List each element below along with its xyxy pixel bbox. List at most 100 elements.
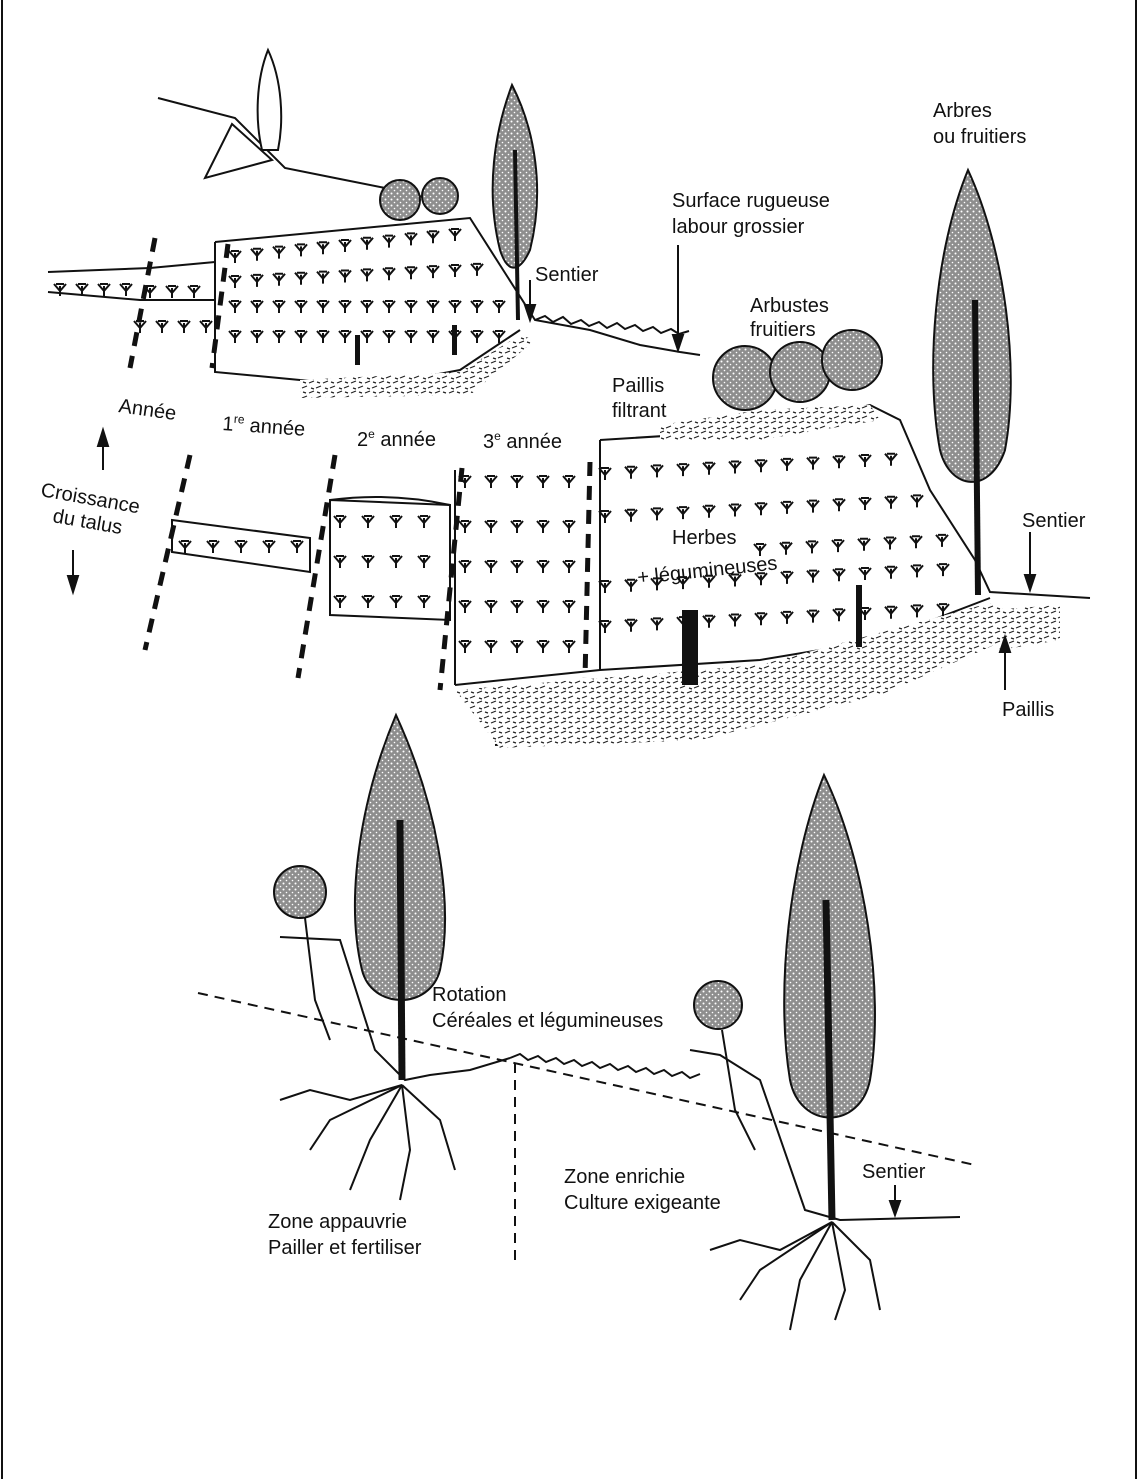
plant-glyph <box>383 331 395 343</box>
plant-glyph <box>251 275 263 287</box>
plant-glyph <box>449 265 461 277</box>
label-paillis-filtrant-1: Paillis <box>612 375 664 397</box>
plant-glyph <box>361 331 373 343</box>
plant-glyph <box>405 267 417 279</box>
plant-glyph <box>885 454 897 466</box>
plant-glyph <box>251 331 263 343</box>
plant-glyph <box>858 539 870 551</box>
plant-glyph <box>651 465 663 477</box>
plant-glyph <box>188 286 200 298</box>
plant-glyph <box>383 236 395 248</box>
plant-glyph <box>833 499 845 511</box>
plant-glyph <box>911 605 923 617</box>
plant-glyph <box>317 242 329 254</box>
plant-glyph <box>317 331 329 343</box>
plant-glyph <box>339 271 351 283</box>
plant-glyph <box>459 561 471 573</box>
plant-glyph <box>98 284 110 296</box>
plant-glyph <box>703 616 715 628</box>
plant-glyph <box>459 521 471 533</box>
label-culture-exigeante: Culture exigeante <box>564 1192 721 1214</box>
cypress-tree-right <box>933 170 1011 595</box>
plant-glyph <box>781 572 793 584</box>
plant-glyph <box>405 331 417 343</box>
plant-glyph <box>361 269 373 281</box>
plant-glyph <box>806 541 818 553</box>
plant-glyph <box>859 498 871 510</box>
label-zone-enrichie: Zone enrichie <box>564 1166 685 1188</box>
plant-glyph <box>729 462 741 474</box>
plant-glyph <box>471 301 483 313</box>
label-paillis: Paillis <box>1002 699 1054 721</box>
plant-glyph <box>485 476 497 488</box>
plant-glyph <box>537 521 549 533</box>
plant-glyph <box>807 501 819 513</box>
plant-glyph <box>537 561 549 573</box>
plant-glyph <box>120 284 132 296</box>
plant-glyph <box>729 615 741 627</box>
plant-glyph <box>729 505 741 517</box>
plant-glyph <box>449 229 461 241</box>
cypress-tree-hill <box>258 50 282 150</box>
plant-glyph <box>625 467 637 479</box>
plant-glyph <box>229 331 241 343</box>
label-annee-3: 3e année <box>483 429 562 453</box>
label-annee: Année <box>117 395 177 425</box>
label-surface-rugueuse: Surface rugueuse <box>672 190 830 212</box>
small-tree-lower-left <box>274 866 330 1040</box>
plant-glyph <box>885 497 897 509</box>
plant-glyph <box>273 274 285 286</box>
plant-glyph <box>295 244 307 256</box>
plant-glyph <box>317 272 329 284</box>
plant-glyph <box>485 521 497 533</box>
plant-glyph <box>911 565 923 577</box>
plant-glyph <box>361 238 373 250</box>
plant-glyph <box>651 508 663 520</box>
plant-glyph <box>781 459 793 471</box>
plant-glyph <box>156 321 168 333</box>
plant-glyph <box>511 601 523 613</box>
plant-glyph <box>781 502 793 514</box>
plant-glyph <box>251 249 263 261</box>
label-rotation: Rotation <box>432 984 507 1006</box>
plant-glyph <box>485 561 497 573</box>
small-tree-lower-right <box>694 981 755 1150</box>
plant-glyph <box>910 536 922 548</box>
plant-glyph <box>166 286 178 298</box>
plant-glyph <box>459 641 471 653</box>
plant-glyph <box>405 301 417 313</box>
plant-glyph <box>405 233 417 245</box>
plant-glyph <box>471 331 483 343</box>
plant-glyph <box>780 543 792 555</box>
callout-arrow-sentier-bottom <box>890 1185 900 1215</box>
plant-glyph <box>459 601 471 613</box>
plant-glyph <box>832 540 844 552</box>
plant-glyph <box>563 476 575 488</box>
plant-glyph <box>755 460 767 472</box>
label-zone-appauvrie: Zone appauvrie <box>268 1211 407 1233</box>
label-sentier-bottom: Sentier <box>862 1161 926 1183</box>
plant-glyph <box>859 455 871 467</box>
plant-glyph <box>295 301 307 313</box>
label-arbres: Arbres <box>933 100 992 122</box>
plant-glyph <box>563 641 575 653</box>
label-legumineuses: + légumineuses <box>636 552 778 589</box>
plant-glyph <box>936 535 948 547</box>
label-herbes: Herbes <box>672 527 736 549</box>
plant-glyph <box>625 580 637 592</box>
cypress-tree-lower-left <box>280 715 455 1200</box>
plant-glyph <box>459 476 471 488</box>
plant-glyph <box>703 463 715 475</box>
label-fruitiers: fruitiers <box>750 319 816 341</box>
plant-glyph <box>339 301 351 313</box>
plant-glyph <box>885 607 897 619</box>
plant-glyph <box>383 268 395 280</box>
label-paillis-filtrant-2: filtrant <box>612 400 667 422</box>
plant-glyph <box>427 301 439 313</box>
plant-glyph <box>471 264 483 276</box>
plant-glyph <box>937 564 949 576</box>
label-cereales-legumineuses: Céréales et légumineuses <box>432 1010 663 1032</box>
plant-glyph <box>537 476 549 488</box>
plant-glyph <box>537 641 549 653</box>
plant-glyph <box>755 613 767 625</box>
